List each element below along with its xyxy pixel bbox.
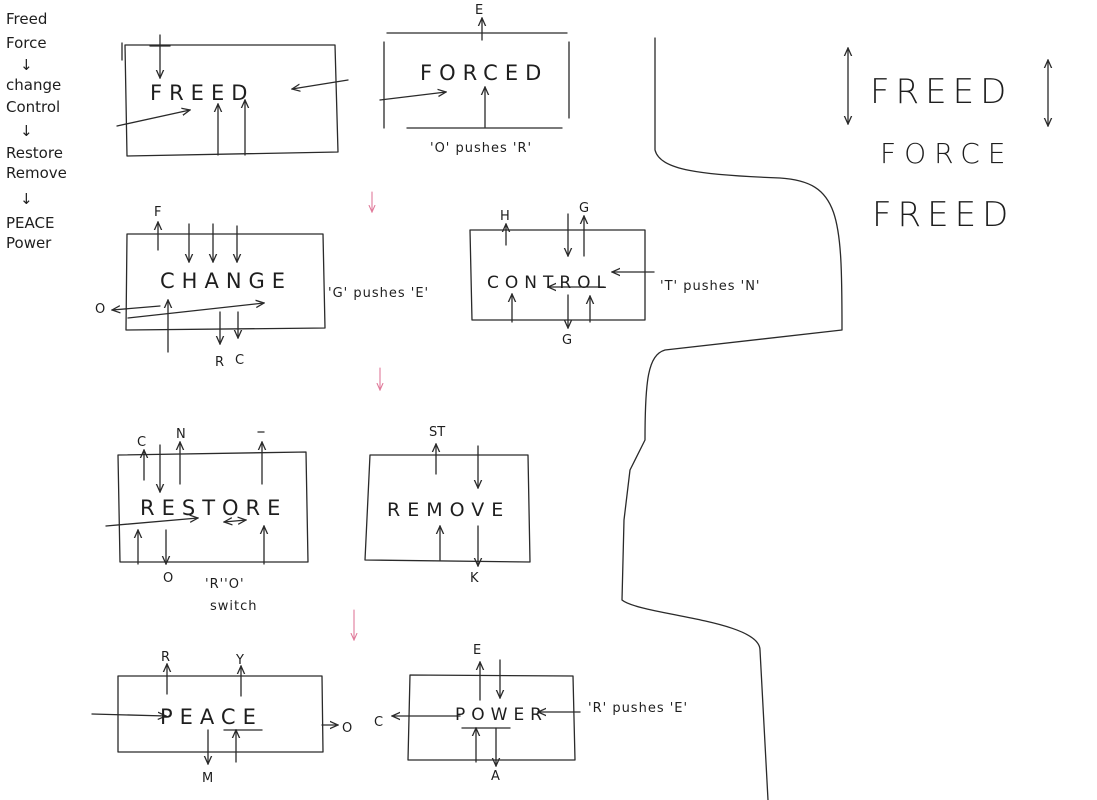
box-note: switch (210, 599, 258, 614)
freed-box: FREED (116, 34, 349, 157)
right-panel: FREED FORCE FREED (848, 48, 1048, 235)
node-label: O (95, 302, 105, 317)
box-outline (117, 451, 309, 563)
box-word: REMOVE (387, 499, 510, 521)
node-label: E (475, 3, 483, 18)
box-word: PEACE (160, 705, 263, 729)
node-label: H (500, 209, 510, 224)
sequence-item: Control (6, 98, 60, 116)
node-label: G (562, 333, 572, 348)
box-note: 'G' pushes 'E' (328, 286, 429, 301)
node-label: A (491, 769, 500, 784)
sequence-arrow: ↓ (20, 122, 33, 140)
node-label: ST (429, 425, 445, 440)
box-note: 'T' pushes 'N' (660, 279, 761, 294)
sequence-item: change (6, 76, 61, 94)
sequence-item: Force (6, 34, 47, 52)
arrow-right (116, 110, 190, 127)
panel-line: FREED (870, 72, 1012, 112)
node-label: R (215, 355, 224, 370)
arrow-right (127, 303, 264, 319)
arrow-right (379, 92, 446, 101)
sequence-item: Remove (6, 164, 67, 182)
node-label: M (202, 771, 213, 786)
node-label: O (163, 571, 173, 586)
panel-line: FORCE (880, 137, 1013, 170)
box-outline (125, 233, 326, 331)
tear-divider (621, 37, 843, 800)
sequence-item: Power (6, 234, 52, 252)
node-label: E (473, 643, 481, 658)
remove-box: ST K REMOVE (364, 425, 531, 586)
node-label: G (579, 201, 589, 216)
box-outline (124, 44, 339, 157)
forced-box: E FORCED 'O' pushes 'R' (379, 3, 570, 156)
panel-line: FREED (872, 195, 1014, 235)
sequence-item: Freed (6, 10, 47, 28)
arrow-right (91, 714, 166, 716)
box-word: POWER (455, 705, 548, 725)
node-label: C (137, 435, 146, 450)
box-word: CHANGE (160, 269, 292, 293)
sequence-item: Restore (6, 144, 63, 162)
box-outline (407, 674, 576, 761)
sequence-arrow: ↓ (20, 190, 33, 208)
box-word: FORCED (420, 61, 548, 85)
box-outline (383, 32, 570, 129)
sequence-list: Freed Force ↓ change Control ↓ Restore R… (6, 10, 67, 252)
node-label: O (342, 721, 352, 736)
box-note: 'R''O' (205, 577, 245, 592)
box-word: RESTORE (140, 496, 287, 520)
node-label: R (161, 650, 170, 665)
box-outline (117, 675, 324, 753)
change-box: F O R C CHANGE 'G' pushes 'E' (95, 205, 429, 370)
box-outline (364, 454, 531, 563)
arrow-left (112, 306, 161, 310)
box-outline (469, 229, 646, 321)
control-box: H G G CONTROL 'T' pushes 'N' (469, 201, 761, 348)
node-label: C (374, 715, 383, 730)
arrow-right (105, 518, 198, 527)
sequence-item: PEACE (6, 214, 54, 232)
box-note: 'O' pushes 'R' (430, 141, 532, 156)
arrow-swap (224, 520, 246, 522)
box-word: CONTROL (487, 273, 612, 293)
power-box: C E A POWER 'R' pushes 'E' (374, 643, 688, 784)
node-label: C (235, 353, 244, 368)
node-label: K (470, 571, 479, 586)
box-note: 'R' pushes 'E' (588, 701, 688, 716)
restore-box: C N O RESTORE 'R''O' switch (105, 427, 309, 614)
node-label: F (154, 205, 161, 220)
sequence-arrow: ↓ (20, 56, 33, 74)
node-label: Y (235, 653, 244, 668)
node-label: N (176, 427, 186, 442)
peace-box: R Y O M PEACE (91, 650, 352, 786)
box-word: FREED (150, 81, 254, 105)
arrow-left (292, 79, 349, 89)
